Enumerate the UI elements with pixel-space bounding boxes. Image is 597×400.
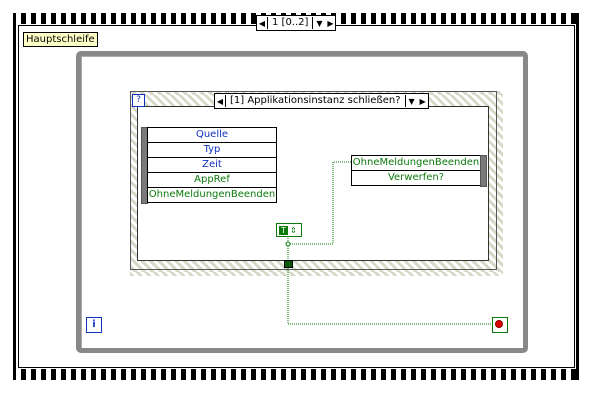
boolean-constant-label: T	[279, 225, 288, 235]
triangle-right-icon[interactable]: ▶	[417, 95, 428, 107]
triangle-left-icon[interactable]: ◀	[215, 95, 225, 107]
sequence-frame-right	[576, 13, 579, 380]
sequence-frame-bottom	[13, 369, 579, 380]
loop-label: Hauptschleife	[23, 32, 98, 47]
case-structure-outline	[130, 91, 497, 270]
case-output-tunnel	[284, 260, 293, 268]
bundle-item-verwerfen[interactable]: Verwerfen?	[387, 172, 445, 183]
triangle-down-icon[interactable]: ▼	[316, 18, 323, 28]
triangle-left-icon[interactable]: ◀	[257, 17, 267, 29]
toggle-icon: ⇕	[290, 225, 297, 235]
loop-stop-terminal[interactable]	[492, 317, 508, 333]
sequence-selector[interactable]: ◀ 1 [0..2] ▼ ▶	[256, 15, 337, 31]
unbundle-item-ohnemeldungenbeenden[interactable]: OhneMeldungenBeenden	[148, 189, 276, 200]
stop-icon	[495, 320, 503, 328]
unbundle-item-appref[interactable]: AppRef	[148, 173, 276, 188]
case-selector-label: [1] Applikationsinstanz schließen?	[225, 95, 406, 107]
iteration-terminal[interactable]: i	[86, 317, 102, 333]
unbundle-by-name[interactable]: Quelle Typ Zeit AppRef OhneMeldungenBeen…	[147, 127, 277, 203]
bundle-item-ohnemeldungenbeenden[interactable]: OhneMeldungenBeenden	[352, 156, 480, 171]
unbundle-item-typ[interactable]: Typ	[148, 143, 276, 158]
triangle-down-icon[interactable]: ▼	[408, 96, 415, 106]
sequence-selector-label: 1 [0..2]	[267, 17, 314, 29]
sequence-frame-left	[13, 13, 16, 380]
triangle-right-icon[interactable]: ▶	[325, 17, 336, 29]
boolean-true-constant[interactable]: T ⇕	[276, 223, 302, 237]
unbundle-item-zeit[interactable]: Zeit	[148, 158, 276, 173]
case-selector[interactable]: ◀ [1] Applikationsinstanz schließen? ▼ ▶	[214, 93, 429, 109]
case-selector-terminal-icon[interactable]: ?	[132, 94, 145, 107]
unbundle-item-quelle[interactable]: Quelle	[148, 128, 276, 143]
bundle-handle[interactable]	[480, 155, 487, 187]
